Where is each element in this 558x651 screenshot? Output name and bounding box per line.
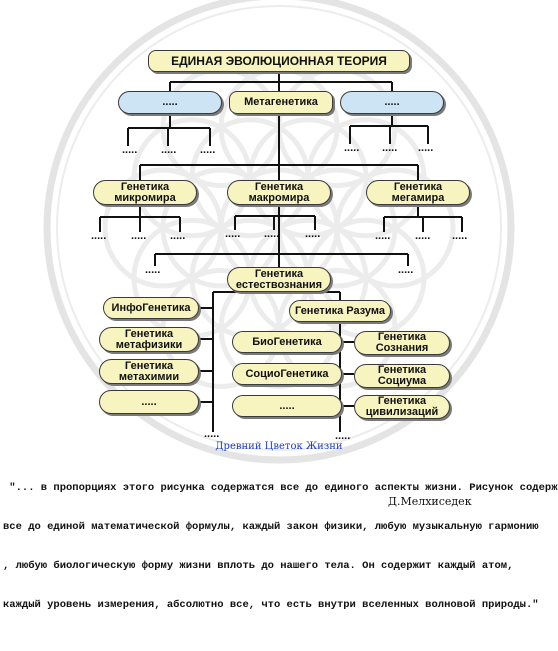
genetics-metachemistry-node: Генетика метахимии	[99, 359, 199, 384]
macro-child-1: .....	[225, 228, 241, 240]
metagenetics-node: Метагенетика	[229, 91, 333, 114]
genetics-micro-node: Генетика микромира	[93, 180, 197, 205]
macro-child-2: .....	[264, 228, 280, 240]
genetics-society-node: Генетика Социума	[354, 364, 450, 388]
quote-line-3: , любую биологическую форму жизни вплоть…	[3, 560, 514, 572]
level1-right-child-3: .....	[418, 142, 434, 154]
quote-line-1: "... в пропорциях этого рисунка содержат…	[3, 482, 558, 494]
genetics-natural-science-node: Генетика естествознания	[227, 267, 331, 292]
genetics-metaphysics-node: Генетика метафизики	[99, 327, 199, 352]
right-empty-node: .....	[232, 395, 342, 417]
micro-child-2: .....	[131, 230, 147, 242]
level1-left-child-2: .....	[161, 144, 177, 156]
level1-left-child-1: .....	[122, 144, 138, 156]
level1-left-node: .....	[118, 91, 222, 114]
flower-petal-circle	[334, 167, 456, 289]
level1-right-node: .....	[340, 91, 444, 114]
genetics-macro-node: Генетика макромира	[227, 180, 331, 205]
quote-line-4: каждый уровень измерения, абсолютно все,…	[3, 599, 539, 611]
quote-text: "... в пропорциях этого рисунка содержат…	[3, 456, 558, 651]
natural-side-right: .....	[398, 264, 414, 276]
micro-child-3: .....	[170, 230, 186, 242]
mega-child-3: .....	[452, 230, 468, 242]
genetics-consciousness-node: Генетика Сознания	[354, 331, 450, 355]
connector-lines	[99, 72, 463, 432]
root-node: ЕДИНАЯ ЭВОЛЮЦИОННАЯ ТЕОРИЯ	[148, 50, 410, 72]
level1-left-child-3: .....	[200, 144, 216, 156]
mega-child-2: .....	[415, 230, 431, 242]
right-column-end-dots: .....	[335, 430, 351, 442]
flower-inner-ring	[56, 5, 502, 451]
sociogenetics-node: СоциоГенетика	[232, 363, 342, 385]
macro-child-3: .....	[305, 228, 321, 240]
genetics-civilizations-node: Генетика цивилизаций	[354, 395, 450, 419]
mega-child-1: .....	[375, 230, 391, 242]
natural-side-left: .....	[145, 264, 161, 276]
infogenetics-node: ИнфоГенетика	[103, 297, 199, 319]
level1-right-child-1: .....	[344, 142, 360, 154]
genetics-mind-node: Генетика Разума	[289, 300, 391, 322]
biogenetics-node: БиоГенетика	[232, 331, 342, 353]
flower-outer-ring	[43, 0, 515, 464]
genetics-mega-node: Генетика мегамира	[366, 180, 470, 205]
flower-caption: Древний Цветок Жизни	[215, 441, 343, 452]
left-column-empty-node: .....	[99, 390, 199, 414]
level1-right-child-2: .....	[382, 142, 398, 154]
quote-line-2: все до единой математической формулы, ка…	[3, 521, 539, 533]
micro-child-1: .....	[91, 230, 107, 242]
left-column-end-dots: .....	[204, 428, 220, 440]
quote-author: Д.Мелхиседек	[388, 495, 472, 508]
diagram-canvas: ЕДИНАЯ ЭВОЛЮЦИОННАЯ ТЕОРИЯ ..... Метаген…	[3, 0, 558, 611]
